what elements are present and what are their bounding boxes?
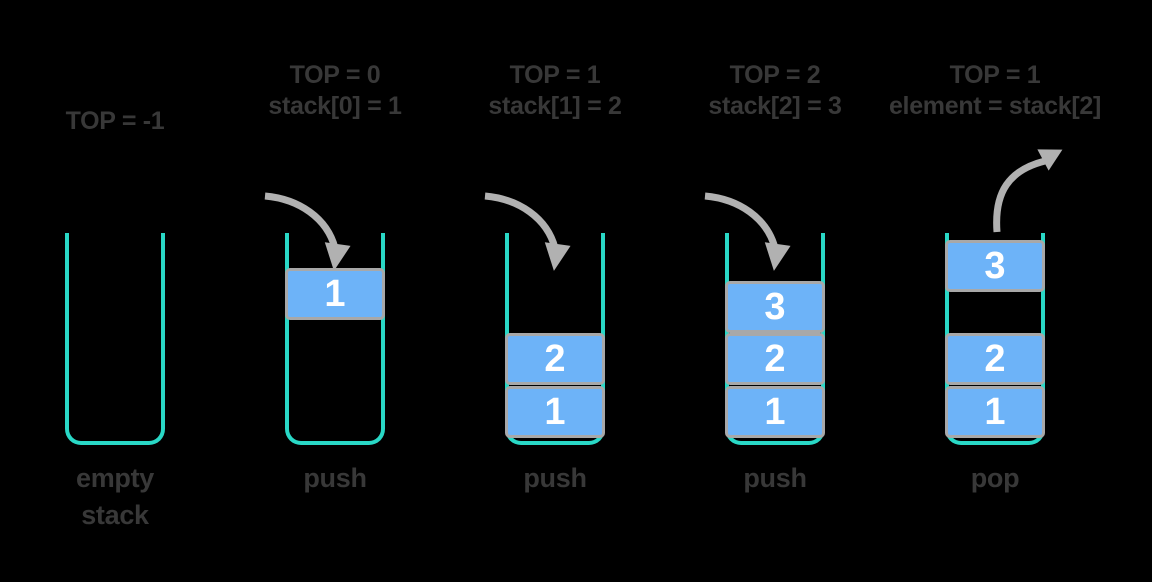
- push-arrow-icon: [484, 192, 571, 271]
- caption-top-value: TOP = -1: [65, 107, 165, 135]
- panel-label-line2: stack: [81, 500, 149, 530]
- panel-push-3: TOP = 2 stack[2] = 3 3 2 1 push: [665, 0, 885, 582]
- panel-label-line1: empty: [75, 463, 155, 493]
- block-value: 2: [764, 337, 786, 380]
- panel-label: push: [655, 460, 895, 497]
- caption-operation: stack[2] = 3: [708, 92, 842, 120]
- block-value: 3: [984, 244, 1006, 287]
- panel-label: push: [435, 460, 675, 497]
- beaker-icon: 3 2 1: [725, 233, 825, 445]
- caption-top-value: TOP = 0: [289, 61, 381, 89]
- beaker-area: 2 1: [445, 130, 665, 460]
- beaker-area: [5, 130, 225, 460]
- stack-block: 2: [505, 333, 605, 385]
- panel-label: empty stack: [0, 460, 235, 534]
- pop-arrow-icon: [993, 149, 1063, 233]
- caption-operation: stack[1] = 2: [488, 92, 622, 120]
- caption: TOP = -1: [0, 15, 255, 137]
- beaker-icon: [65, 233, 165, 445]
- block-value: 1: [324, 272, 346, 315]
- beaker-area: 3 2 1: [885, 130, 1105, 460]
- panel-label-line1: pop: [970, 463, 1020, 493]
- stack-block: 3: [725, 281, 825, 333]
- beaker-icon: 2 1: [505, 233, 605, 445]
- stack-block: 2: [725, 333, 825, 385]
- stack-block: 2: [945, 333, 1045, 385]
- caption: TOP = 1 stack[1] = 2: [415, 0, 695, 122]
- caption-operation: stack[0] = 1: [268, 92, 402, 120]
- stack-block: 1: [945, 386, 1045, 438]
- block-value: 1: [984, 390, 1006, 433]
- panel-label: pop: [875, 460, 1115, 497]
- block-value: 2: [544, 337, 566, 380]
- panel-label-line1: push: [303, 463, 367, 493]
- caption: TOP = 0 stack[0] = 1: [195, 0, 475, 122]
- block-value: 2: [984, 337, 1006, 380]
- panel-pop: TOP = 1 element = stack[2] 3 2 1 pop: [885, 0, 1105, 582]
- caption-top-value: TOP = 1: [509, 61, 601, 89]
- panel-label-line1: push: [523, 463, 587, 493]
- block-value: 3: [764, 285, 786, 328]
- push-arrow-icon: [704, 192, 791, 271]
- push-arrow-icon: [264, 192, 351, 271]
- panel-empty-stack: TOP = -1 empty stack: [5, 0, 225, 582]
- panel-label-line1: push: [743, 463, 807, 493]
- beaker-area: 3 2 1: [665, 130, 885, 460]
- caption-top-value: TOP = 1: [949, 61, 1041, 89]
- stack-block-popping: 3: [945, 240, 1045, 292]
- caption: TOP = 2 stack[2] = 3: [635, 0, 915, 122]
- panel-push-1: TOP = 0 stack[0] = 1 1 push: [225, 0, 445, 582]
- panel-push-2: TOP = 1 stack[1] = 2 2 1 push: [445, 0, 665, 582]
- block-value: 1: [764, 390, 786, 433]
- beaker-icon: 1: [285, 233, 385, 445]
- block-value: 1: [544, 390, 566, 433]
- panel-label: push: [215, 460, 455, 497]
- beaker-area: 1: [225, 130, 445, 460]
- caption-top-value: TOP = 2: [729, 61, 821, 89]
- stack-block: 1: [725, 386, 825, 438]
- stack-block: 1: [505, 386, 605, 438]
- caption: TOP = 1 element = stack[2]: [855, 0, 1135, 122]
- beaker-icon: 3 2 1: [945, 233, 1045, 445]
- stack-block: 1: [285, 268, 385, 320]
- caption-operation: element = stack[2]: [888, 92, 1102, 120]
